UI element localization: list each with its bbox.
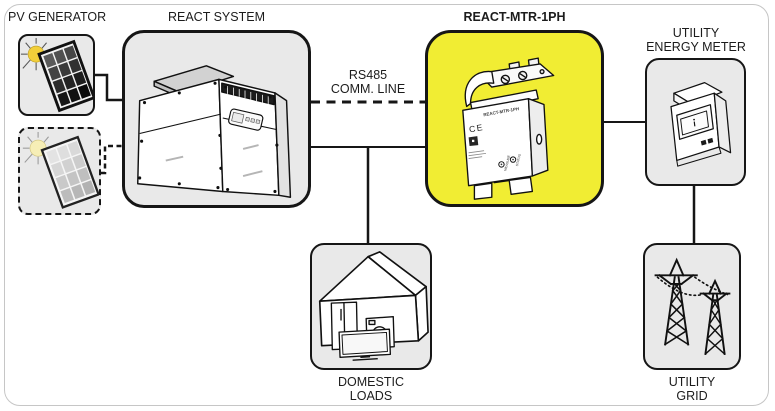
power-wires	[656, 276, 729, 297]
measure-led-label: MEASURE	[503, 154, 511, 171]
inverter-left-panel	[137, 78, 224, 193]
utility-energy-meter-box	[645, 58, 746, 186]
inverter-illustration	[137, 65, 292, 198]
tower-right-icon	[699, 278, 731, 356]
meter-button-1	[700, 139, 707, 146]
house-icon	[318, 251, 429, 361]
react-system-label: REACT SYSTEM	[167, 10, 265, 24]
solar-panel-pale-icon	[40, 135, 99, 209]
pv-generator-label: PV GENERATOR	[8, 10, 107, 24]
meter-side-face	[713, 92, 732, 154]
react-mtr-highlight-box: REACT-MTR-1PH CE MEASURE STATUS	[425, 30, 604, 207]
utility-energy-meter-label: UTILITY ENERGY METER	[640, 26, 752, 54]
ce-mark: CE	[468, 122, 484, 134]
rs485-label-line2: COMM. LINE	[330, 81, 406, 96]
transmission-towers-icon	[654, 257, 731, 356]
pv-generator-optional-box	[18, 127, 101, 215]
mtr-din-foot-left	[473, 182, 493, 200]
inverter-display	[228, 108, 264, 131]
sun-and-panel-pale-icon	[22, 131, 99, 209]
domestic-loads-label-line1: DOMESTIC	[338, 375, 404, 389]
react-mtr-device-illustration: REACT-MTR-1PH CE MEASURE STATUS	[462, 57, 555, 200]
utility-grid-label: UTILITY GRID	[638, 375, 746, 403]
utility-energy-meter-label-line2: ENERGY METER	[646, 39, 746, 54]
solar-panel-icon	[37, 39, 93, 113]
utility-meter-illustration	[670, 81, 732, 167]
rs485-label-line1: RS485	[348, 68, 388, 82]
mtr-hump	[464, 70, 495, 108]
mtr-din-foot-right	[508, 176, 534, 196]
inverter-screws	[138, 81, 279, 194]
rs485-comm-label: RS485 COMM. LINE	[313, 68, 423, 96]
pv-solid-to-react-connector	[95, 73, 122, 102]
utility-grid-label-line2: GRID	[676, 388, 708, 403]
tower-left-icon	[654, 257, 698, 346]
utility-grid-label-line1: UTILITY	[668, 375, 716, 389]
sun-and-panel-icon	[20, 38, 93, 113]
pv-dashed-to-react-connector	[101, 144, 122, 175]
inverter-vent-grille	[221, 82, 275, 106]
utility-grid-box	[643, 243, 741, 370]
meter-button-2	[707, 137, 714, 144]
domestic-loads-label-line2: LOADS	[349, 388, 393, 403]
pv-generator-active-box	[18, 34, 95, 116]
react-system-box	[122, 30, 311, 208]
inverter-side-face	[274, 92, 292, 198]
mtr-model-marking: REACT-MTR-1PH	[483, 106, 520, 117]
domestic-loads-box	[310, 243, 432, 370]
status-led-label: STATUS	[515, 153, 522, 167]
domestic-loads-label: DOMESTIC LOADS	[305, 375, 437, 403]
utility-energy-meter-label-line1: UTILITY	[672, 26, 720, 40]
react-mtr-label: REACT-MTR-1PH	[463, 10, 566, 24]
